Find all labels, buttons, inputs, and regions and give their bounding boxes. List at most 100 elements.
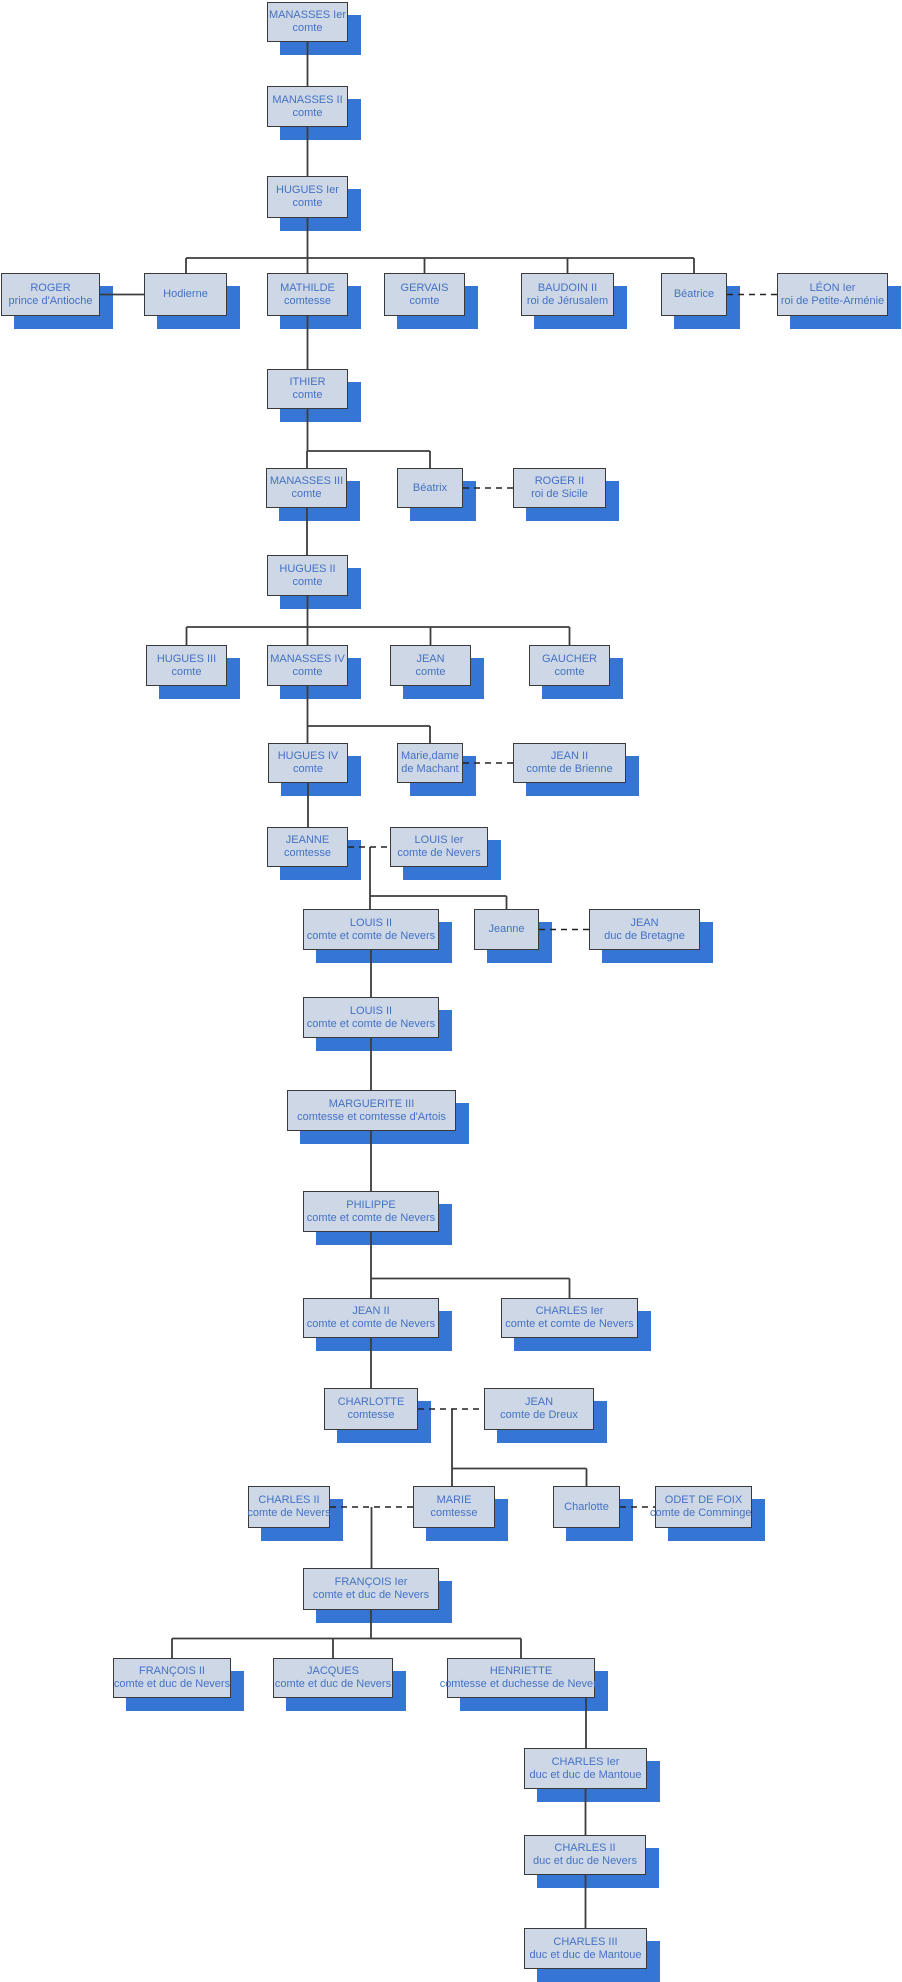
node-hodierne: Hodierne bbox=[144, 273, 227, 316]
person-name: HENRIETTE bbox=[489, 1665, 553, 1677]
person-name: Béatrix bbox=[412, 481, 448, 494]
person-name: JEAN bbox=[416, 652, 445, 665]
person-name: JEANNE bbox=[285, 834, 330, 846]
person-name: GERVAIS bbox=[400, 281, 449, 294]
person-name: Béatrice bbox=[673, 288, 715, 300]
person-title: comte de Comminges bbox=[650, 1507, 757, 1519]
person-title: comte de Nevers bbox=[247, 1507, 331, 1519]
node-jeanne-2: Jeanne bbox=[474, 909, 539, 950]
person-name: LOUIS II bbox=[349, 916, 393, 929]
person-name: HUGUES II bbox=[279, 562, 336, 575]
person-name: HUGUES Ier bbox=[276, 184, 339, 196]
person-name: MANASSES IV bbox=[270, 652, 345, 665]
person-title: comte et duc de Nevers bbox=[312, 1589, 430, 1601]
person-name: Charlotte bbox=[564, 1500, 609, 1513]
person-name: CHARLOTTE bbox=[337, 1396, 405, 1408]
person-title: duc et duc de Nevers bbox=[533, 1855, 637, 1867]
person-name: JEAN II bbox=[352, 1305, 390, 1317]
person-name: MARGUERITE III bbox=[328, 1097, 415, 1110]
person-title: comtesse bbox=[283, 294, 332, 307]
person-title: comte de Nevers bbox=[397, 847, 481, 859]
person-title: roi de Jérusalem bbox=[526, 294, 609, 307]
person-name: MANASSES II bbox=[272, 93, 343, 106]
person-title: comte et comte de Nevers bbox=[306, 1211, 436, 1224]
person-name: CHARLES III bbox=[553, 1935, 618, 1948]
node-beatrice: Béatrice bbox=[661, 273, 727, 316]
person-title: comte et comte de Nevers bbox=[306, 1017, 436, 1030]
person-title: comte de Brienne bbox=[526, 763, 613, 775]
person-title: comte bbox=[292, 106, 323, 119]
person-title: comte bbox=[292, 389, 323, 401]
person-name: ROGER bbox=[30, 281, 71, 294]
person-title: roi de Sicile bbox=[531, 488, 588, 500]
person-name: JEAN bbox=[630, 916, 659, 929]
person-title: comte bbox=[409, 294, 440, 307]
person-name: CHARLES II bbox=[554, 1842, 616, 1854]
person-name: MATHILDE bbox=[280, 281, 335, 294]
person-name: LOUIS II bbox=[349, 1004, 393, 1017]
node-charlotte-2: Charlotte bbox=[553, 1486, 620, 1528]
person-name: PHILIPPE bbox=[346, 1198, 396, 1211]
person-name: MARIE bbox=[436, 1494, 472, 1506]
person-name: HUGUES IV bbox=[277, 750, 339, 762]
person-name: FRANÇOIS Ier bbox=[334, 1576, 408, 1588]
marriage-lines bbox=[330, 293, 777, 1508]
person-name: CHARLES Ier bbox=[551, 1755, 620, 1768]
person-name: Hodierne bbox=[163, 288, 208, 300]
person-title: duc de Bretagne bbox=[604, 929, 685, 942]
person-title: comte et comte de Nevers bbox=[505, 1318, 634, 1330]
person-name: LOUIS Ier bbox=[414, 834, 464, 846]
person-title: comte et duc de Nevers bbox=[113, 1678, 231, 1690]
person-name: CHARLES II bbox=[258, 1494, 320, 1506]
person-name: BAUDOIN II bbox=[537, 281, 598, 294]
person-title: comte et comte de Nevers bbox=[306, 1318, 436, 1330]
person-name: HUGUES III bbox=[156, 652, 217, 665]
person-title: comtesse bbox=[283, 847, 332, 859]
person-name: Jeanne bbox=[488, 923, 525, 935]
person-title: comte bbox=[292, 665, 323, 678]
person-name: Marie,dame bbox=[400, 750, 460, 762]
person-title: comtesse et duchesse de Nevers bbox=[439, 1678, 603, 1690]
person-title: comte bbox=[292, 197, 323, 209]
person-name: FRANÇOIS II bbox=[138, 1665, 205, 1677]
person-title: de Machant bbox=[401, 763, 459, 775]
person-title: comte et comte de Nevers bbox=[306, 929, 436, 942]
descent-lines bbox=[100, 42, 695, 1928]
person-title: roi de Petite-Arménie bbox=[780, 294, 885, 307]
person-title: comte bbox=[291, 488, 322, 500]
person-name: LÉON Ier bbox=[809, 281, 856, 294]
